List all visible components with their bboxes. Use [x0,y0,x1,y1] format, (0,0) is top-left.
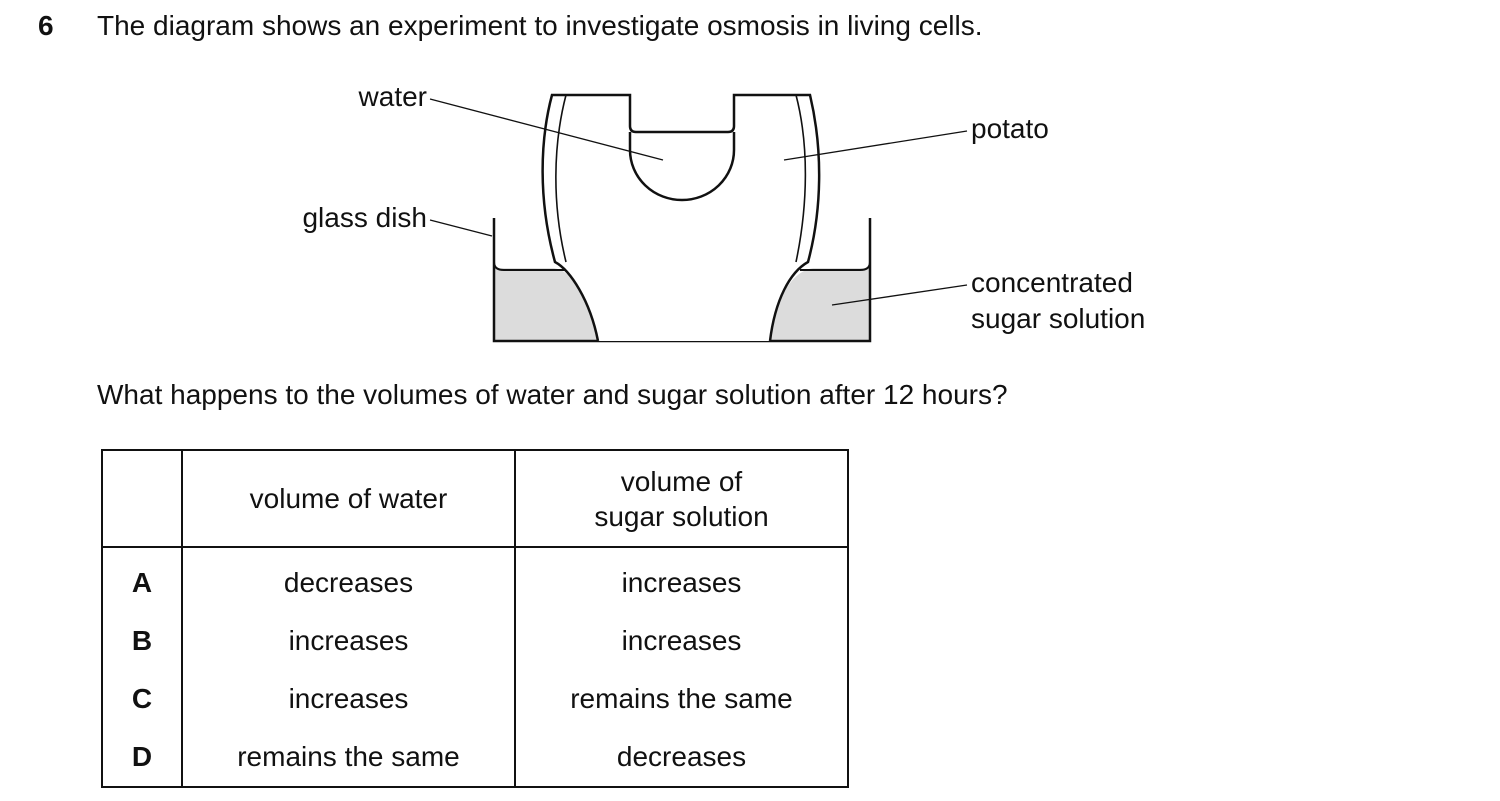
option-water-value: remains the same [181,728,516,788]
potato-leader-line [783,130,968,161]
option-row-b[interactable]: B increases increases [101,612,849,670]
label-sugar-line2: sugar solution [971,303,1145,334]
potato-skin-left [555,94,567,263]
table-header-row: volume of water volume of sugar solution [101,449,849,548]
water-cavity [628,132,736,202]
answer-options-table: volume of water volume of sugar solution… [101,449,849,788]
question-stem: The diagram shows an experiment to inves… [97,10,983,41]
option-letter: A [101,547,183,612]
question-prompt: What happens to the volumes of water and… [97,379,1008,410]
option-water-value: increases [181,670,516,728]
option-letter: D [101,728,183,788]
option-water-value: decreases [181,547,516,612]
header-letter [101,449,183,548]
sugar-leader-line [831,284,968,306]
osmosis-diagram: water glass dish potato concentrated sug… [302,81,1145,343]
option-sugar-value: increases [514,547,849,612]
header-volume-of-sugar-solution: volume of sugar solution [514,449,849,548]
glass-dish-leader-line [429,219,493,237]
option-row-d[interactable]: D remains the same decreases [101,728,849,788]
option-letter: C [101,670,183,728]
option-row-a[interactable]: A decreases increases [101,547,849,612]
solution-surface-right [800,261,871,271]
option-sugar-value: increases [514,612,849,670]
option-sugar-value: decreases [514,728,849,788]
label-potato: potato [971,113,1049,144]
label-sugar-line1: concentrated [971,267,1133,298]
potato-skin-right [795,94,807,263]
header-volume-of-water: volume of water [181,449,516,548]
option-water-value: increases [181,612,516,670]
sugar-solution-left [494,268,598,341]
question-number: 6 [38,10,54,41]
water-leader-line [429,98,664,161]
option-sugar-value: remains the same [514,670,849,728]
sugar-solution-right [770,268,870,341]
header-sugar-line1: volume of [620,465,743,497]
label-water: water [358,81,427,112]
potato [541,93,821,342]
solution-surface-left [493,261,566,271]
label-glass-dish: glass dish [302,202,427,233]
option-row-c[interactable]: C increases remains the same [101,670,849,728]
header-sugar-line2: sugar solution [594,500,769,532]
option-letter: B [101,612,183,670]
